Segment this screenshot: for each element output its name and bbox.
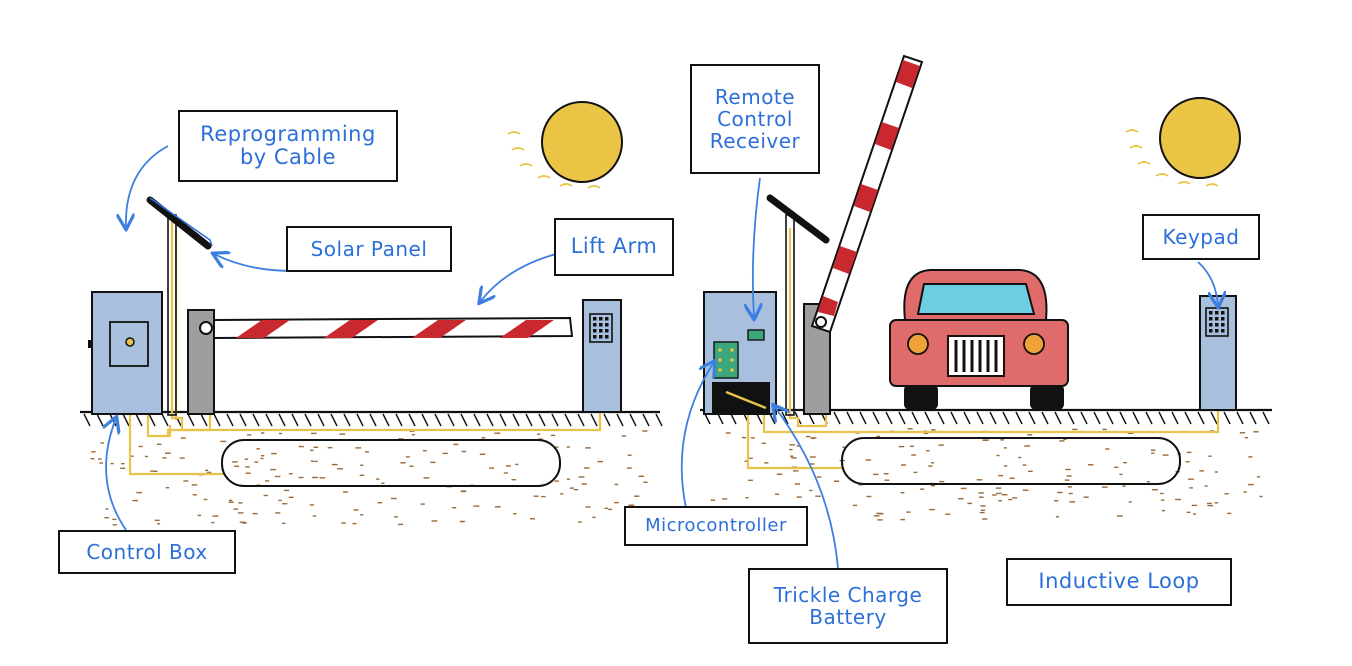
keypad-post-right — [1199, 295, 1237, 411]
car — [889, 269, 1069, 410]
control-box-right — [703, 291, 777, 415]
label-inductive-loop: Inductive Loop — [1006, 558, 1232, 606]
label-remote-control-receiver: Remote Control Receiver — [690, 64, 820, 174]
boom-gate-left — [187, 309, 574, 415]
label-trickle-charge-battery: Trickle Charge Battery — [748, 568, 948, 644]
label-reprogramming-text: Reprogramming by Cable — [200, 121, 376, 169]
right-scene — [700, 54, 1272, 521]
boom-gate-right — [803, 54, 924, 415]
ground-right — [700, 408, 1272, 425]
sun-left — [507, 101, 623, 189]
solar-panel-right — [766, 194, 830, 416]
arrow-microcontroller — [680, 362, 714, 509]
sun-right — [1125, 97, 1241, 187]
callout-arrows — [106, 145, 1218, 569]
label-reprogramming-by-cable: Reprogramming by Cable — [178, 110, 398, 182]
soil-left — [90, 429, 648, 526]
label-trickle-battery-text: Trickle Charge Battery — [773, 583, 923, 629]
label-lift-arm-text: Lift Arm — [570, 234, 658, 259]
left-scene — [80, 101, 663, 526]
arrow-remote-receiver — [753, 177, 760, 318]
label-keypad-text: Keypad — [1162, 225, 1240, 249]
label-microcontroller-text: Microcontroller — [645, 515, 787, 537]
label-remote-receiver-text: Remote Control Receiver — [709, 85, 801, 153]
arrow-control-box — [106, 418, 127, 531]
arrow-reprogramming — [126, 145, 169, 228]
label-solar-panel-text: Solar Panel — [310, 237, 428, 261]
label-solar-panel: Solar Panel — [286, 226, 452, 272]
label-microcontroller: Microcontroller — [624, 506, 808, 546]
label-control-box: Control Box — [58, 530, 236, 574]
label-control-box-text: Control Box — [86, 540, 208, 564]
solar-panel-left — [146, 196, 213, 416]
label-keypad: Keypad — [1142, 214, 1260, 260]
keypad-post-left — [582, 299, 622, 413]
inductive-loop-left — [221, 439, 561, 487]
arrow-trickle-battery — [774, 406, 839, 569]
control-box-left — [88, 291, 163, 415]
inductive-loop-right — [841, 437, 1181, 485]
label-lift-arm: Lift Arm — [554, 218, 674, 276]
label-inductive-loop-text: Inductive Loop — [1038, 569, 1200, 594]
arrow-keypad — [1197, 261, 1218, 306]
arrow-lift-arm — [480, 253, 557, 302]
